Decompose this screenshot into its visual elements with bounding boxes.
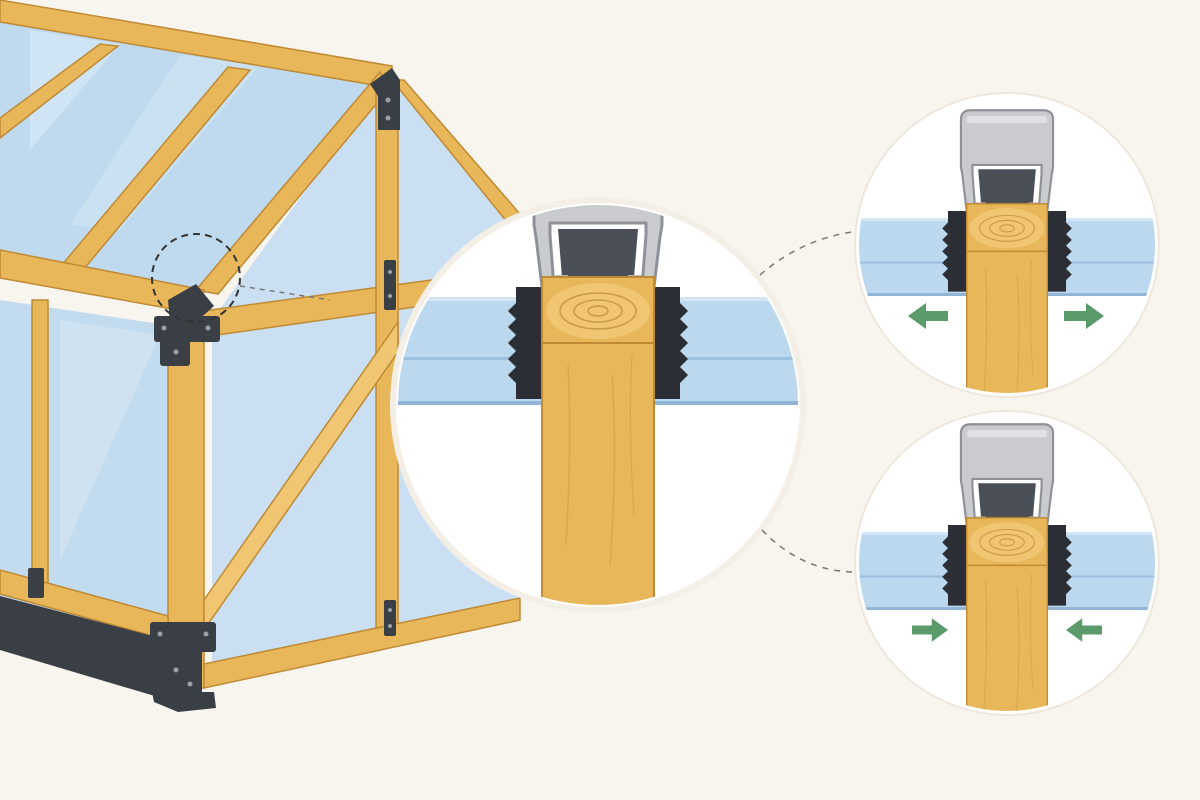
expansion-detail-view: [854, 92, 1160, 398]
leader-line-contraction: [761, 529, 853, 573]
metal-brackets: [28, 68, 400, 712]
bottom-rail: [203, 597, 521, 689]
bracket-bolts: [157, 97, 392, 687]
zoom-indicator-circle: [151, 233, 241, 323]
leader-line-expansion: [759, 231, 853, 276]
glass-reflection: [60, 320, 160, 560]
main-detail-view: [390, 197, 806, 613]
contraction-detail-view: [854, 410, 1160, 716]
roof-rafters: [0, 0, 393, 315]
foundation-beam: [0, 596, 168, 700]
